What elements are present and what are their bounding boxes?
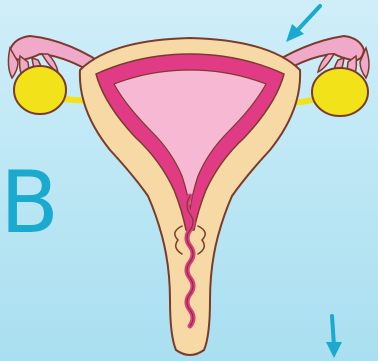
- right-ovary: [312, 68, 368, 116]
- panel-letter: B: [0, 160, 57, 246]
- left-ovary: [14, 66, 66, 114]
